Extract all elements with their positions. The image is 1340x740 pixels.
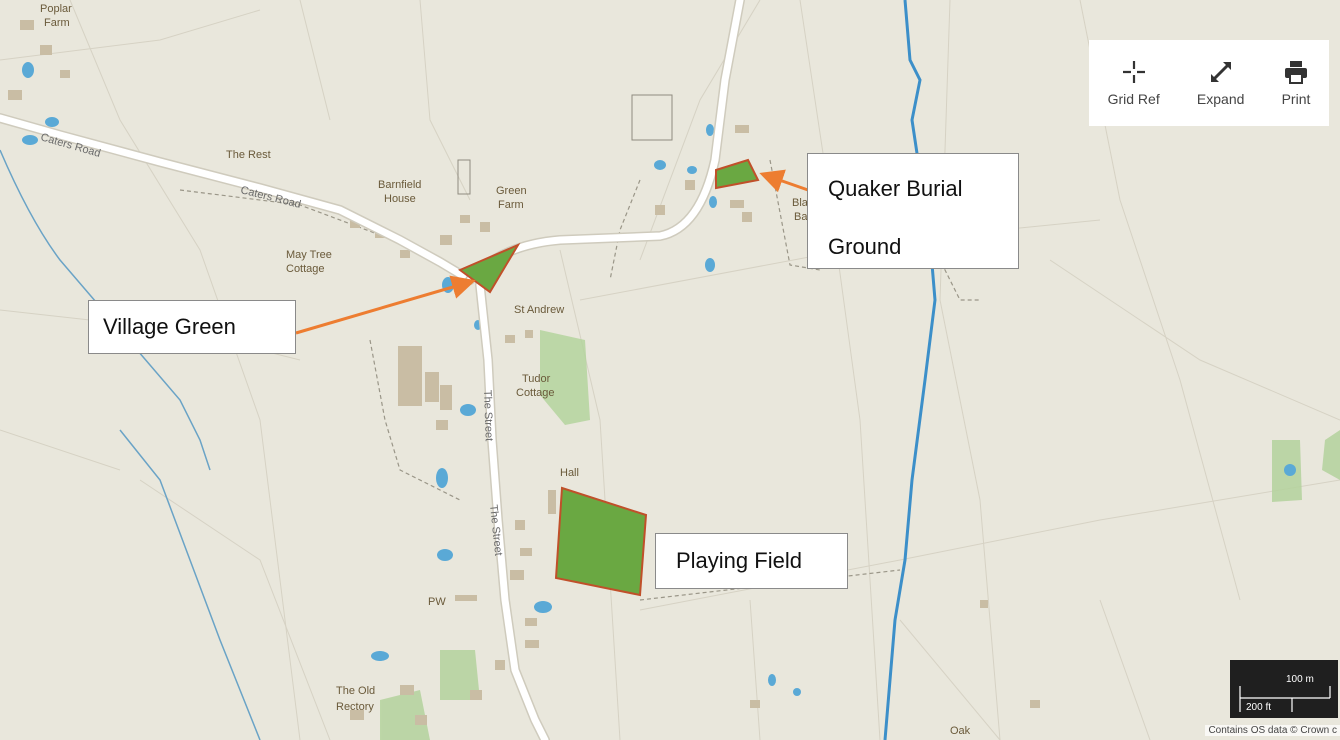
label-rectory: Rectory bbox=[336, 701, 374, 713]
label-may-tree: May Tree bbox=[286, 249, 332, 261]
label-the-rest: The Rest bbox=[226, 149, 271, 161]
label-green-farm: Farm bbox=[498, 199, 524, 211]
building-outlines bbox=[457, 94, 673, 195]
callout-quaker-line2: Ground bbox=[828, 234, 902, 259]
label-poplar: Poplar bbox=[40, 3, 72, 15]
grid-ref-label: Grid Ref bbox=[1107, 91, 1160, 107]
expand-button[interactable]: Expand bbox=[1197, 59, 1244, 107]
label-the-street-south: The Street bbox=[487, 504, 504, 556]
printer-icon bbox=[1284, 61, 1307, 84]
buildings bbox=[8, 20, 1040, 725]
ponds bbox=[22, 62, 1296, 696]
print-label: Print bbox=[1281, 91, 1311, 107]
print-button[interactable]: Print bbox=[1281, 59, 1311, 107]
map-toolbar: Grid Ref Expand Print bbox=[1089, 40, 1329, 126]
label-black-ba: Ba bbox=[794, 211, 808, 223]
place-labels: Poplar Farm The Rest Barnfield House Gre… bbox=[40, 3, 971, 737]
label-barnfield-house: House bbox=[384, 193, 416, 205]
label-tudor-cottage: Cottage bbox=[516, 387, 555, 399]
callout-village-green: Village Green bbox=[88, 300, 296, 354]
expand-label: Expand bbox=[1196, 91, 1245, 107]
expand-icon bbox=[1210, 62, 1231, 82]
label-st-andrew: St Andrew bbox=[514, 304, 564, 316]
label-farm: Farm bbox=[44, 17, 70, 29]
label-pw: PW bbox=[428, 596, 446, 608]
callout-quaker-line1: Quaker Burial bbox=[828, 176, 963, 201]
map-attribution: Contains OS data © Crown c bbox=[1205, 725, 1340, 736]
crosshair-icon bbox=[1122, 61, 1145, 83]
scale-metric: 100 m bbox=[1286, 674, 1314, 685]
arrow-quaker-burial bbox=[759, 169, 809, 193]
callout-village-green-text: Village Green bbox=[103, 314, 236, 339]
arrow-village-green bbox=[295, 275, 476, 335]
label-hall: Hall bbox=[560, 467, 579, 479]
scale-bar: 100 m 200 ft bbox=[1230, 660, 1338, 718]
playing-field-area[interactable] bbox=[554, 486, 648, 597]
quaker-burial-ground-area[interactable] bbox=[715, 158, 760, 190]
scale-imperial: 200 ft bbox=[1246, 702, 1272, 713]
callout-playing-field: Playing Field bbox=[655, 533, 848, 589]
label-may-tree-cottage: Cottage bbox=[286, 263, 325, 275]
grid-ref-button[interactable]: Grid Ref bbox=[1108, 59, 1160, 107]
callout-playing-field-text: Playing Field bbox=[676, 548, 802, 573]
label-green: Green bbox=[496, 185, 527, 197]
label-the-old: The Old bbox=[336, 685, 375, 697]
label-tudor: Tudor bbox=[522, 373, 551, 385]
callout-quaker-burial: Quaker Burial Ground bbox=[807, 153, 1019, 269]
label-the-street-north: The Street bbox=[481, 390, 495, 442]
label-oak: Oak bbox=[950, 725, 971, 737]
scale-bar-lines bbox=[1239, 686, 1331, 712]
label-barnfield: Barnfield bbox=[378, 179, 421, 191]
